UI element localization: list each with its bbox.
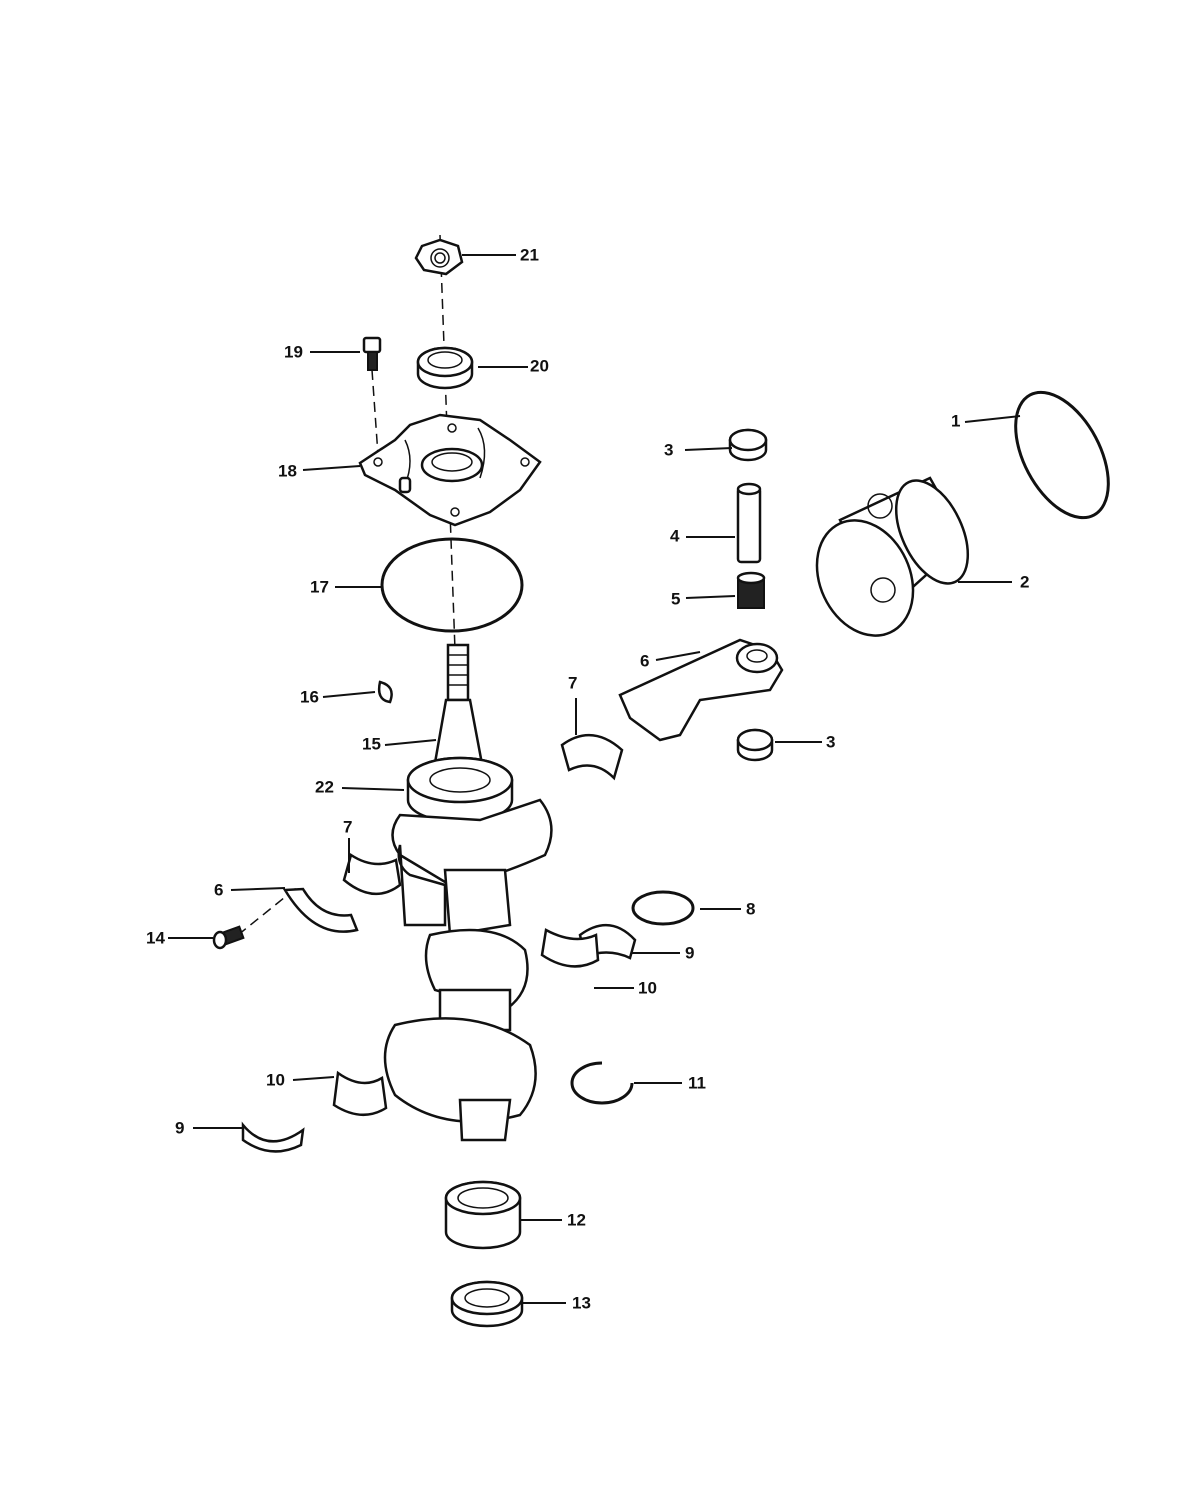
bolt-part <box>362 336 382 371</box>
retaining-ring-part <box>570 1061 634 1105</box>
bearing-cage-half-part <box>560 733 624 781</box>
connecting-rod-part <box>618 638 784 742</box>
callout-2: 2 <box>1020 572 1029 591</box>
callout-22: 22 <box>315 777 334 796</box>
retaining-ring-part <box>631 890 695 926</box>
o-ring-part <box>380 537 524 633</box>
crankshaft-part <box>383 643 553 1142</box>
callout-5: 5 <box>671 589 680 608</box>
callout-3-top: 3 <box>664 440 673 459</box>
callout-8: 8 <box>746 899 755 918</box>
callout-10-right: 10 <box>638 978 657 997</box>
callout-3-bottom: 3 <box>826 732 835 751</box>
piston-ring-part <box>1014 390 1110 520</box>
piston-pin-part <box>736 482 762 564</box>
roller-bearing-part <box>444 1180 522 1250</box>
callout-15: 15 <box>362 734 381 753</box>
callout-12: 12 <box>567 1210 586 1229</box>
callout-20: 20 <box>530 356 549 375</box>
callout-10-left: 10 <box>266 1070 285 1089</box>
race-half-part <box>241 1121 305 1153</box>
callout-11: 11 <box>688 1073 706 1092</box>
callout-6-left: 6 <box>214 880 223 899</box>
callout-18: 18 <box>278 461 297 480</box>
thrust-washer-top-part <box>728 428 768 462</box>
leader-line <box>655 651 701 661</box>
cap-screw-part <box>212 925 245 950</box>
rod-cap-part <box>282 887 359 933</box>
leader-line <box>322 691 376 698</box>
callout-1: 1 <box>951 411 960 430</box>
leader-line <box>964 415 1021 423</box>
leader-line <box>684 447 733 451</box>
leader-line <box>384 739 437 746</box>
thrust-washer-bottom-part <box>736 728 774 762</box>
bearing-cage-half-part <box>332 1070 388 1116</box>
hex-nut-part <box>414 238 464 276</box>
callout-14: 14 <box>146 928 165 947</box>
leader-line <box>292 1076 335 1081</box>
callout-4: 4 <box>670 526 680 545</box>
woodruff-key-part <box>377 680 393 704</box>
leader-line <box>341 787 405 791</box>
callout-19: 19 <box>284 342 303 361</box>
bearing-cage-half-part <box>342 853 402 896</box>
assembly-axis-line <box>439 234 456 651</box>
needle-bearing-part <box>736 571 766 609</box>
leader-line <box>302 465 361 471</box>
seal-ring-part <box>416 346 474 390</box>
callout-21: 21 <box>520 245 539 264</box>
lower-seal-part <box>450 1280 524 1328</box>
end-cap-part <box>358 413 542 527</box>
leader-line <box>685 595 736 599</box>
bearing-cage-half-part <box>540 928 600 968</box>
callout-7-left: 7 <box>343 817 352 836</box>
callout-16: 16 <box>300 687 319 706</box>
leader-line <box>230 887 286 891</box>
callout-6-right: 6 <box>640 651 649 670</box>
piston-part <box>815 476 970 637</box>
callout-9-left: 9 <box>175 1118 184 1137</box>
bolt-axis-line <box>371 369 379 456</box>
callout-9-right: 9 <box>685 943 694 962</box>
callout-7-right: 7 <box>568 673 577 692</box>
callout-13: 13 <box>572 1293 591 1312</box>
callout-17: 17 <box>310 577 329 596</box>
